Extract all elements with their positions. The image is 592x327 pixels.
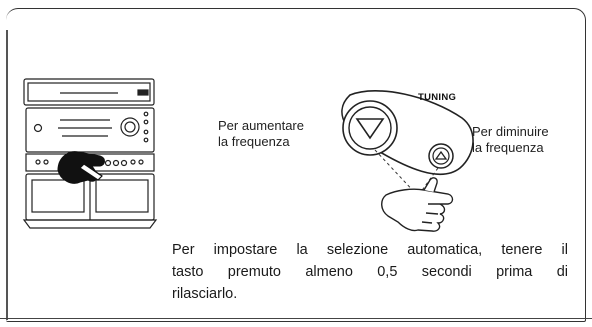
frame-left-edge: [6, 30, 8, 320]
instruction-caption: Per impostare la selezione automatica, t…: [172, 239, 568, 305]
increase-label-line-1: Per aumentare: [218, 118, 304, 133]
decrease-label-line-2: la frequenza: [472, 140, 544, 155]
stereo-unit-icon: [22, 78, 158, 229]
increase-frequency-label: Per aumentare la frequenza: [218, 118, 304, 150]
tuning-buttons-icon: [341, 90, 474, 197]
pointing-hand-icon: [381, 177, 454, 232]
bottom-rule: [0, 318, 592, 320]
decrease-label-line-1: Per diminuire: [472, 124, 549, 139]
pressing-hand-icon: [57, 151, 105, 184]
caption-line-1: Per impostare la selezione automatica, t…: [172, 242, 568, 258]
decrease-frequency-label: Per diminuire la frequenza: [472, 124, 549, 156]
caption-line-2: tasto premuto almeno 0,5 secondi prima d…: [172, 264, 568, 280]
content-frame: [6, 8, 586, 322]
caption-line-3: rilasciarlo.: [172, 286, 238, 302]
tuning-label: TUNING: [418, 92, 457, 103]
increase-label-line-2: la frequenza: [218, 134, 290, 149]
